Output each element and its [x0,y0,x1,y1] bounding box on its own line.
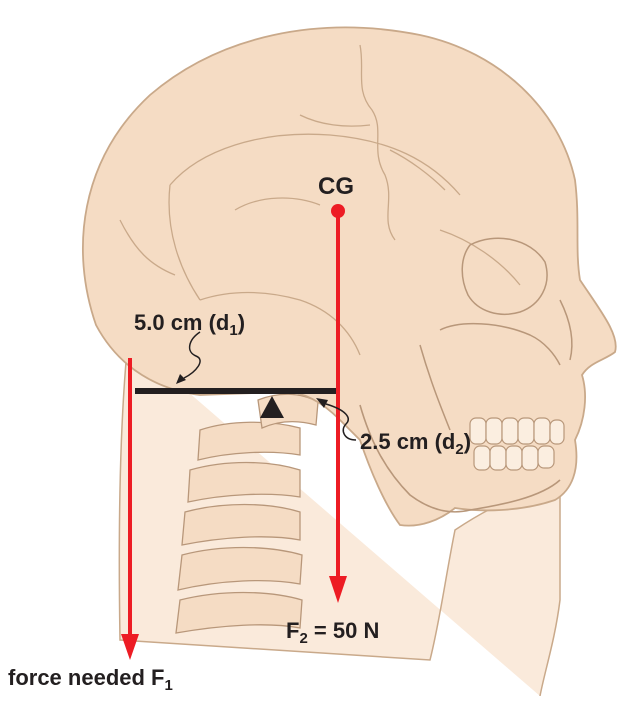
d1-label: 5.0 cm (d1) [134,310,245,339]
cg-dot [331,204,345,218]
cg-label: CG [318,173,354,200]
d2-label: 2.5 cm (d2) [360,429,471,458]
f1-label: force needed F1 [8,665,173,694]
f1-arrow-head [121,634,139,660]
